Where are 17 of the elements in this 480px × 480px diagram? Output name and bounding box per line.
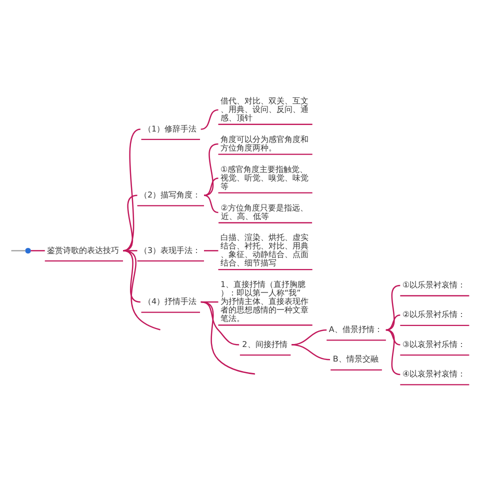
node-circle <box>25 248 31 254</box>
connector <box>123 250 138 252</box>
connector <box>11 250 26 252</box>
connector <box>200 109 218 130</box>
connector <box>204 143 218 196</box>
connector <box>204 194 218 214</box>
connector <box>386 314 400 331</box>
connector <box>204 178 218 196</box>
connector <box>200 301 256 375</box>
connector <box>291 329 327 346</box>
connector <box>200 301 240 346</box>
connector <box>30 250 45 252</box>
connector <box>292 344 330 360</box>
connector <box>204 250 218 252</box>
connector <box>122 250 160 330</box>
connector <box>386 329 400 346</box>
connector <box>122 128 141 252</box>
